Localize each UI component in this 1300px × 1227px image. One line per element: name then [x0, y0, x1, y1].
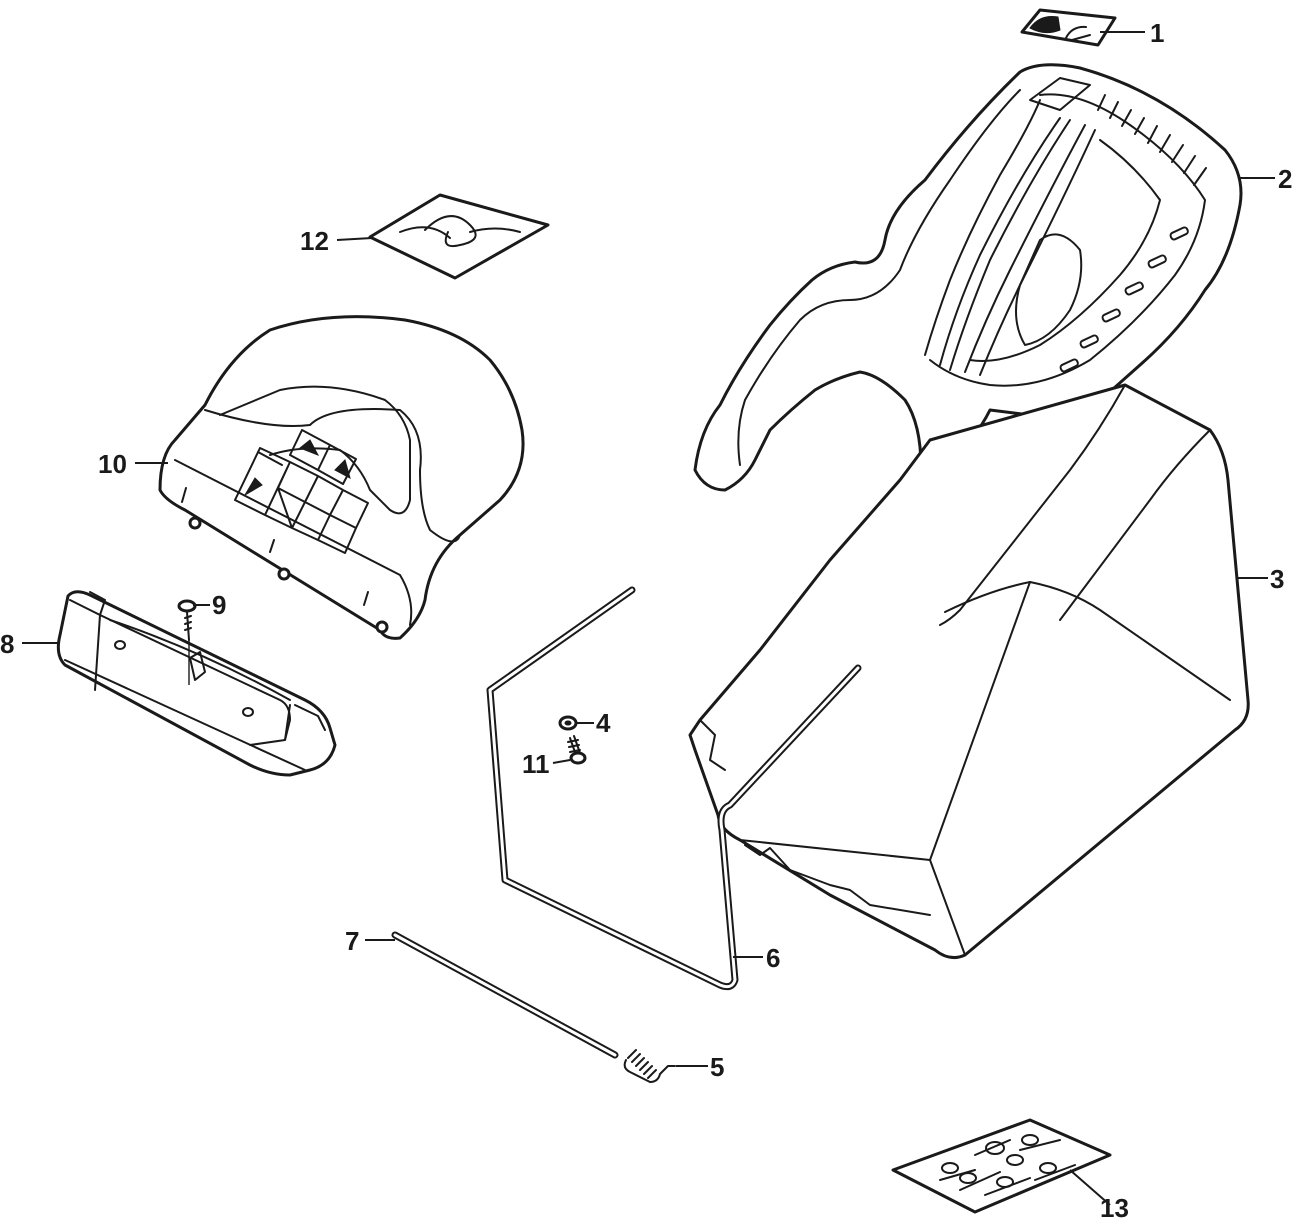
callout-10: 10	[98, 449, 127, 479]
part-2-grass-box-lid	[693, 63, 1243, 617]
callout-12: 12	[300, 226, 329, 256]
callout-2: 2	[1278, 164, 1292, 194]
callout-1: 1	[1150, 18, 1164, 48]
part-5-spring	[623, 1049, 676, 1083]
callout-labels: 1 2 3 4 5 6 7 8 9 10 11 12 13	[0, 18, 1292, 1223]
part-6-wire-frame	[486, 586, 862, 991]
part-8-handle	[56, 590, 337, 777]
part-12-manual-pouch	[368, 193, 550, 280]
callout-7: 7	[345, 926, 359, 956]
callout-6: 6	[766, 943, 780, 973]
callout-5: 5	[710, 1052, 724, 1082]
callout-8: 8	[0, 629, 14, 659]
part-3-grass-bag	[688, 383, 1250, 960]
vent-slots	[1059, 94, 1207, 373]
callout-4: 4	[596, 708, 611, 738]
part-4-washer	[558, 715, 578, 731]
part-11-screw	[567, 735, 587, 765]
part-7-rod	[391, 931, 619, 1059]
callout-11: 11	[522, 749, 550, 779]
callout-13: 13	[1100, 1193, 1129, 1223]
callout-3: 3	[1270, 564, 1284, 594]
part-13-hardware-bag	[891, 1118, 1112, 1214]
callout-9: 9	[212, 590, 226, 620]
part-10-rear-flap-cover	[158, 315, 525, 640]
leader-lines	[22, 31, 1275, 1206]
part-1-label-decal	[1020, 8, 1117, 47]
warning-labels	[234, 429, 369, 554]
